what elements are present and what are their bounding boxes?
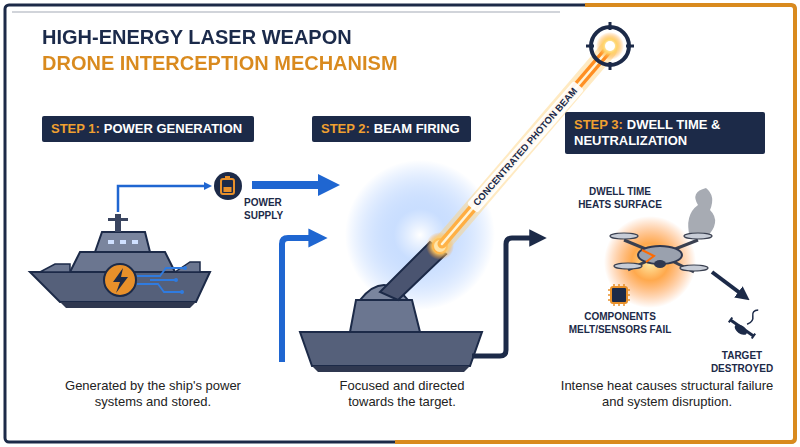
step-title: POWER GENERATION: [104, 121, 242, 136]
ship-illustration: [30, 214, 210, 308]
power-flow-part: [214, 172, 242, 200]
power-flow-part: [252, 174, 340, 196]
target-crosshair-part: [591, 27, 629, 65]
chip-icon-part: [611, 287, 627, 303]
ship-illustration-part: [180, 290, 184, 294]
step-caption: Intense heat causes structural failure a…: [556, 378, 778, 411]
drone-illustration-part: [688, 188, 715, 238]
target-crosshair: [586, 22, 634, 70]
step-header: STEP 3:DWELL TIME & NEUTRALIZATION: [565, 112, 765, 154]
ship-illustration-part: [175, 262, 200, 272]
step-number: STEP 3:: [574, 117, 623, 132]
drone-illustration-part-part: [680, 265, 708, 271]
laser-turret-part: [300, 332, 482, 366]
chip-icon: [608, 284, 630, 306]
ship-illustration-part: [137, 268, 185, 292]
falling-drone-icon-part: [746, 308, 759, 325]
drone-illustration-part: [604, 216, 696, 308]
laser-turret-part: [312, 366, 470, 372]
power-flow-part: [221, 179, 234, 194]
drone-illustration-part-part: [614, 263, 642, 269]
flow-arrow: [282, 238, 538, 362]
falling-drone-icon-part: [733, 322, 749, 337]
ship-illustration-part: [183, 266, 187, 270]
step-caption: Focused and directed towards the target.: [316, 378, 488, 411]
chip-icon-part: [608, 284, 630, 306]
flow-arrow-part: [472, 238, 538, 356]
step-caption: Generated by the ship's power systems an…: [48, 378, 258, 411]
drone-illustration-part: [610, 233, 712, 271]
ship-illustration-part: [113, 268, 128, 293]
power-flow: [118, 172, 340, 212]
drone-illustration-part: [654, 260, 666, 268]
ship-illustration-part: [108, 240, 114, 244]
effect-label: DWELL TIME HEATS SURFACE: [572, 186, 668, 211]
target-crosshair-part: [596, 32, 624, 60]
power-flow-part: [224, 187, 232, 192]
destroyed-arrow: [712, 272, 744, 296]
falling-drone-icon: [727, 300, 767, 341]
frame-part: [5, 5, 795, 442]
ship-illustration-part: [108, 218, 128, 221]
effect-label: COMPONENTS MELT/SENSORS FAIL: [562, 311, 678, 336]
step-header: STEP 1: POWER GENERATION: [42, 116, 254, 142]
target-crosshair-part: [586, 22, 634, 70]
drone-illustration-part-part: [684, 233, 712, 239]
ship-illustration-part: [174, 278, 178, 282]
power-flow-part: [118, 186, 208, 212]
drone-illustration-part: [642, 250, 654, 262]
laser-turret-part: [345, 160, 495, 310]
title: HIGH-ENERGY LASER WEAPON DRONE INTERCEPT…: [42, 24, 412, 76]
power-flow-part: [225, 176, 230, 179]
drone-illustration-part-part: [610, 233, 638, 239]
frame: [5, 5, 795, 442]
result-label: TARGET DESTROYED: [706, 350, 778, 375]
frame-part: [395, 5, 795, 442]
ship-illustration-part: [115, 214, 121, 232]
flow-arrow-part: [282, 238, 318, 362]
ship-illustration-part: [95, 232, 150, 252]
ship-illustration-part: [104, 264, 136, 296]
step-number: STEP 1:: [51, 121, 100, 136]
ship-illustration-part: [132, 240, 138, 244]
ship-illustration-part: [40, 264, 70, 272]
component-label: POWER SUPPLY: [244, 197, 296, 222]
laser-turret: [300, 160, 495, 372]
ship-illustration-part: [60, 302, 196, 308]
laser-turret-part: [350, 300, 420, 332]
step-title: BEAM FIRING: [374, 121, 460, 136]
target-crosshair-part: [605, 41, 615, 51]
step-header: STEP 2: BEAM FIRING: [312, 116, 471, 142]
destroyed-arrow-part: [712, 272, 744, 296]
step-number: STEP 2:: [321, 121, 370, 136]
ship-illustration-part: [120, 240, 126, 244]
frame-part: [12, 12, 560, 13]
